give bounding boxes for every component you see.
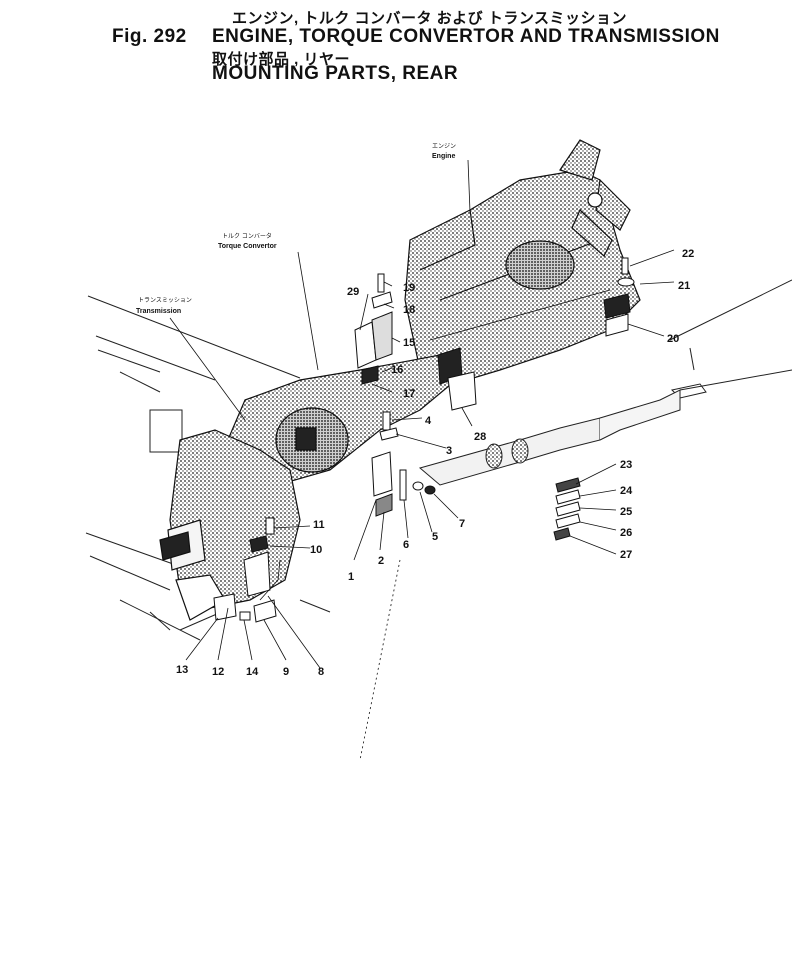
part-number-19: 19 [403,282,415,294]
part-number-2: 2 [378,555,384,567]
page-subtitle: MOUNTING PARTS, REAR [212,63,459,84]
part-number-14: 14 [246,666,259,678]
mounting-parts [213,257,635,623]
torque-convertor-label: Torque Convertor [218,243,277,250]
part-number-29: 29 [347,286,359,298]
part-number-6: 6 [403,539,409,551]
torque-convertor-jp-label: トルク コンバータ [222,232,272,240]
part-number-16: 16 [391,364,403,376]
part-number-25: 25 [620,506,632,518]
engine-block [404,139,641,386]
figure-number: Fig. 292 [112,26,187,47]
part-number-21: 21 [678,280,690,292]
part-number-4: 4 [425,415,432,427]
frame-outline [85,279,792,641]
part-number-7: 7 [459,518,465,530]
part-number-11: 11 [313,519,325,531]
part-number-27: 27 [620,549,632,561]
part-number-1: 1 [348,571,354,583]
part-number-labels: 1 2 3 4 5 6 7 8 9 10 11 12 13 14 15 16 1… [176,248,694,678]
torque-convertor-housing [214,354,451,491]
part-number-12: 12 [212,666,224,678]
leader-lines [169,159,675,761]
part-number-8: 8 [318,666,324,678]
part-number-26: 26 [620,527,632,539]
component-callouts: エンジン Engine トルク コンバータ Torque Convertor ト… [136,143,456,315]
japanese-title: エンジン, トルク コンバータ および トランスミッション [232,10,628,27]
part-number-10: 10 [310,544,322,556]
part-number-5: 5 [432,531,438,543]
part-number-13: 13 [176,664,188,676]
transmission-jp-label: トランスミッション [138,297,192,304]
part-number-28: 28 [474,431,486,443]
part-number-3: 3 [446,445,452,457]
part-number-23: 23 [620,459,632,471]
part-number-15: 15 [403,337,415,349]
page-title: ENGINE, TORQUE CONVERTOR AND TRANSMISSIO… [212,26,720,47]
engine-jp-label: エンジン [432,143,456,150]
part-number-22: 22 [682,248,694,260]
engine-label: Engine [432,153,455,160]
drive-shaft [418,389,681,486]
japanese-subtitle: 取付け部品 , リヤー [212,51,351,68]
part-number-20: 20 [667,333,679,345]
transmission-label: Transmission [136,308,181,315]
part-number-18: 18 [403,304,415,316]
part-number-9: 9 [283,666,289,678]
part-number-24: 24 [620,485,633,497]
part-number-17: 17 [403,388,415,400]
